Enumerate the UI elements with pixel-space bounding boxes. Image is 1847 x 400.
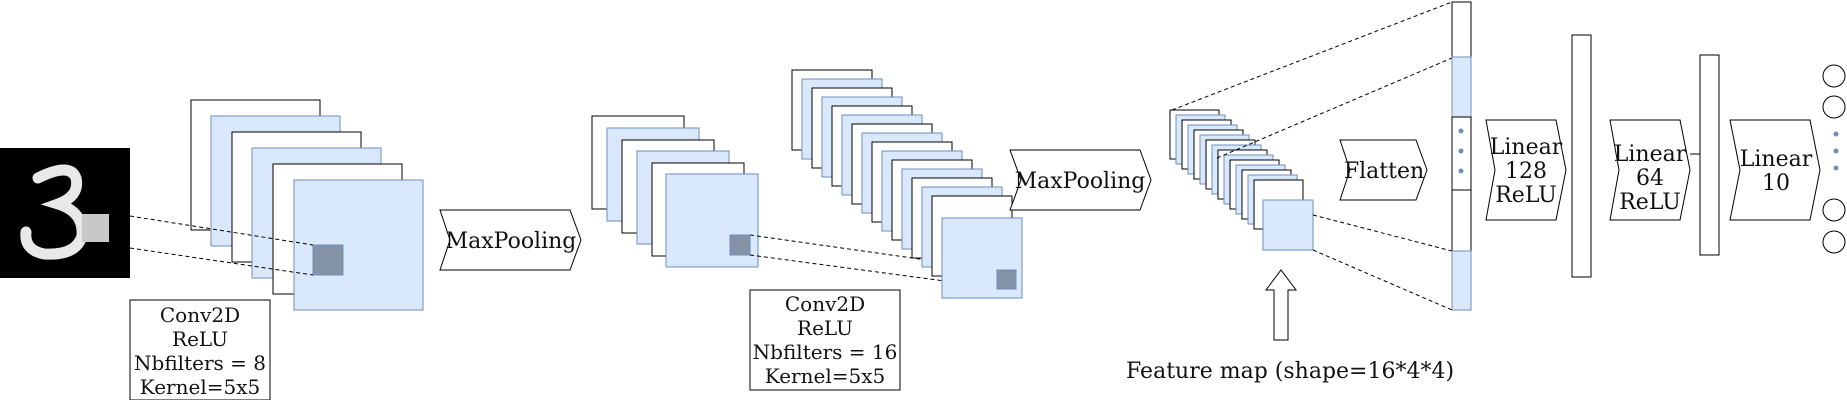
maxpooling-2-block: MaxPooling xyxy=(1009,149,1152,211)
dense3-line-0: Linear xyxy=(1740,147,1813,172)
maxpooling-2-label: MaxPooling xyxy=(1015,169,1146,194)
dense-10-block: Linear 10 xyxy=(1729,119,1821,221)
feature-map-label: Feature map (shape=16*4*4) xyxy=(1126,359,1454,384)
dense2-line-2: ReLU xyxy=(1619,190,1681,215)
kernel-window xyxy=(82,214,109,242)
conv2-line-3: Kernel=5x5 xyxy=(765,364,885,388)
input-digit-image xyxy=(0,148,130,278)
pool1-feature-maps xyxy=(591,115,759,268)
conv1-line-1: ReLU xyxy=(172,327,228,351)
conv2-label-box: Conv2D ReLU Nbfilters = 16 Kernel=5x5 xyxy=(749,289,901,391)
conv2-feature-maps xyxy=(791,69,1023,299)
dense-64-block: Linear 64 ReLU xyxy=(1609,119,1691,221)
maxpooling-1-block: MaxPooling xyxy=(439,209,582,271)
dense2-line-0: Linear xyxy=(1614,142,1687,167)
output-neurons xyxy=(1822,64,1846,254)
feature-map-arrow xyxy=(1265,269,1297,341)
dense-64-output-vector xyxy=(1699,54,1720,256)
conv1-feature-maps xyxy=(190,99,424,311)
flattened-vector xyxy=(1451,1,1472,311)
dense-128-block: Linear 128 ReLU xyxy=(1485,119,1567,221)
conv1-line-0: Conv2D xyxy=(160,303,240,327)
conv2-line-2: Nbfilters = 16 xyxy=(753,340,898,364)
dense-128-output-vector xyxy=(1571,34,1592,278)
feature-map-stack xyxy=(1169,109,1314,251)
flatten-label: Flatten xyxy=(1344,159,1424,184)
pool1-kernel xyxy=(729,234,751,256)
dense2-line-1: 64 xyxy=(1636,166,1664,191)
dense1-line-1: 128 xyxy=(1505,159,1547,184)
conv1-line-2: Nbfilters = 8 xyxy=(134,351,266,375)
conv1-label-box: Conv2D ReLU Nbfilters = 8 Kernel=5x5 xyxy=(129,299,271,400)
maxpooling-1-label: MaxPooling xyxy=(446,229,577,254)
dense3-line-1: 10 xyxy=(1762,171,1790,196)
conv1-line-3: Kernel=5x5 xyxy=(140,375,260,399)
flatten-block: Flatten xyxy=(1339,139,1428,201)
conv1-kernel xyxy=(312,244,344,276)
conv2-kernel xyxy=(996,269,1017,290)
conv2-line-1: ReLU xyxy=(797,316,853,340)
conv2-line-0: Conv2D xyxy=(785,292,865,316)
dense1-line-0: Linear xyxy=(1490,135,1563,160)
dense1-line-2: ReLU xyxy=(1495,183,1557,208)
